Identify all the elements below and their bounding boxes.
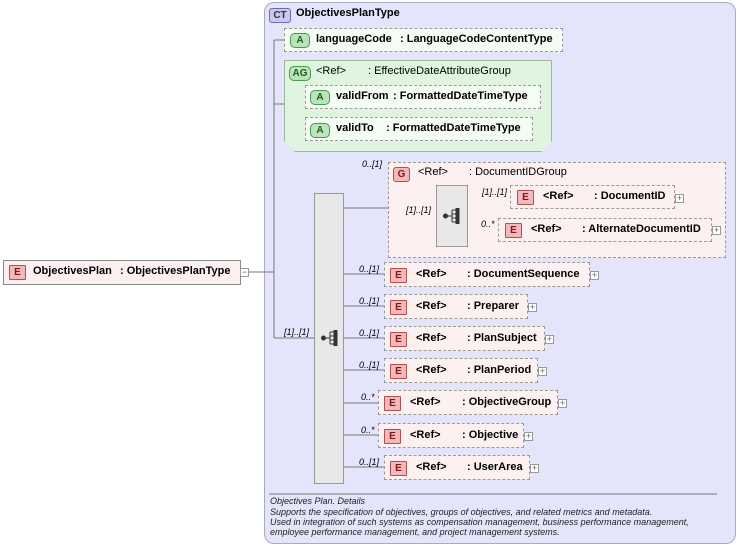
attribute-badge: A: [310, 90, 330, 105]
element-documentsequence-box[interactable]: [384, 262, 590, 287]
element-occurrence: 0..*: [481, 219, 495, 229]
attribute-type: : LanguageCodeContentType: [400, 33, 553, 45]
element-badge: E: [390, 461, 407, 476]
element-occurrence: 0..[1]: [359, 264, 380, 274]
description-line-2: Supports the specification of objectives…: [270, 507, 653, 517]
root-element-type: : ObjectivesPlanType: [120, 265, 231, 277]
group-name: : DocumentIDGroup: [469, 166, 567, 178]
element-name: : Preparer: [467, 300, 519, 312]
element-occurrence: 0..[1]: [359, 457, 380, 467]
attribute-group-ref: <Ref>: [316, 65, 346, 77]
element-badge: E: [390, 364, 407, 379]
element-name: : Objective: [462, 429, 519, 441]
element-name: : AlternateDocumentID: [582, 223, 701, 235]
attribute-name: validTo: [336, 122, 374, 134]
element-ref: <Ref>: [410, 396, 441, 408]
element-ref: <Ref>: [416, 364, 447, 376]
attribute-group-badge: AG: [289, 66, 311, 81]
description-line-3: Used in integration of such systems as c…: [270, 517, 689, 527]
element-ref: <Ref>: [531, 223, 562, 235]
sequence-compositor-icon[interactable]: [321, 330, 339, 346]
root-element-badge: E: [9, 265, 26, 280]
element-preparer-box[interactable]: [384, 294, 528, 319]
element-occurrence: 0..[1]: [359, 296, 380, 306]
attribute-badge: A: [310, 123, 330, 138]
element-alternatedocumentid-box[interactable]: [498, 218, 712, 242]
plus-box-icon[interactable]: +: [545, 334, 554, 344]
element-name: : PlanPeriod: [467, 364, 532, 376]
plus-box-icon[interactable]: +: [528, 302, 537, 312]
root-element-box[interactable]: [3, 260, 241, 285]
element-objectivegroup-box[interactable]: [378, 390, 558, 415]
element-planperiod-box[interactable]: [384, 358, 538, 383]
attribute-validfrom-box[interactable]: [305, 85, 541, 109]
group-sequence-occurrence: [1]..[1]: [406, 205, 432, 215]
element-occurrence: 0..[1]: [359, 328, 380, 338]
group-badge: G: [393, 167, 410, 182]
element-ref: <Ref>: [410, 429, 441, 441]
element-badge: E: [390, 268, 407, 283]
plus-box-icon[interactable]: +: [712, 225, 721, 235]
element-name: : DocumentID: [594, 190, 666, 202]
element-name: : PlanSubject: [467, 332, 537, 344]
element-badge: E: [384, 396, 401, 411]
plus-box-icon[interactable]: +: [538, 366, 547, 376]
element-badge: E: [390, 300, 407, 315]
attribute-name: validFrom: [336, 90, 389, 102]
attribute-name: languageCode: [316, 33, 392, 45]
plus-box-icon[interactable]: +: [558, 398, 567, 408]
element-occurrence: 0..*: [361, 392, 375, 402]
element-badge: E: [505, 223, 522, 238]
element-ref: <Ref>: [416, 268, 447, 280]
complex-type-badge: CT: [269, 8, 291, 23]
element-userarea-box[interactable]: [384, 455, 530, 480]
element-name: : DocumentSequence: [467, 268, 580, 280]
element-name: : UserArea: [467, 461, 523, 473]
attribute-languagecode-box[interactable]: [284, 28, 563, 52]
element-name: : ObjectiveGroup: [462, 396, 552, 408]
attribute-validto-box[interactable]: [305, 117, 533, 141]
group-occurrence: 0..[1]: [362, 159, 383, 169]
element-occurrence: 0..[1]: [359, 360, 380, 370]
element-badge: E: [390, 332, 407, 347]
group-ref: <Ref>: [418, 166, 448, 178]
attribute-badge: A: [290, 33, 310, 48]
description-line-4: employee performance management, and pro…: [270, 527, 560, 537]
element-badge: E: [517, 190, 534, 205]
element-occurrence: [1]..[1]: [482, 187, 508, 197]
element-ref: <Ref>: [543, 190, 574, 202]
root-element-name: ObjectivesPlan: [33, 265, 112, 277]
plus-box-icon[interactable]: +: [590, 270, 599, 280]
plus-box-icon[interactable]: +: [675, 193, 684, 203]
attribute-type: : FormattedDateTimeType: [386, 122, 521, 134]
element-plansubject-box[interactable]: [384, 326, 545, 351]
element-badge: E: [384, 429, 401, 444]
plus-box-icon[interactable]: +: [530, 463, 539, 473]
element-objective-box[interactable]: [378, 423, 524, 448]
element-occurrence: 0..*: [361, 425, 375, 435]
plus-box-icon[interactable]: +: [524, 431, 533, 441]
main-sequence-occurrence: [1]..[1]: [284, 327, 310, 337]
complex-type-name: ObjectivesPlanType: [296, 7, 400, 19]
element-ref: <Ref>: [416, 300, 447, 312]
sequence-compositor-icon[interactable]: [443, 208, 461, 224]
attribute-group-name: : EffectiveDateAttributeGroup: [368, 65, 511, 77]
description-line-1: Objectives Plan. Details: [270, 496, 366, 506]
element-ref: <Ref>: [416, 332, 447, 344]
element-ref: <Ref>: [416, 461, 447, 473]
element-documentid-box[interactable]: [510, 185, 675, 209]
minus-box-icon[interactable]: −: [240, 267, 249, 277]
attribute-type: : FormattedDateTimeType: [393, 90, 528, 102]
